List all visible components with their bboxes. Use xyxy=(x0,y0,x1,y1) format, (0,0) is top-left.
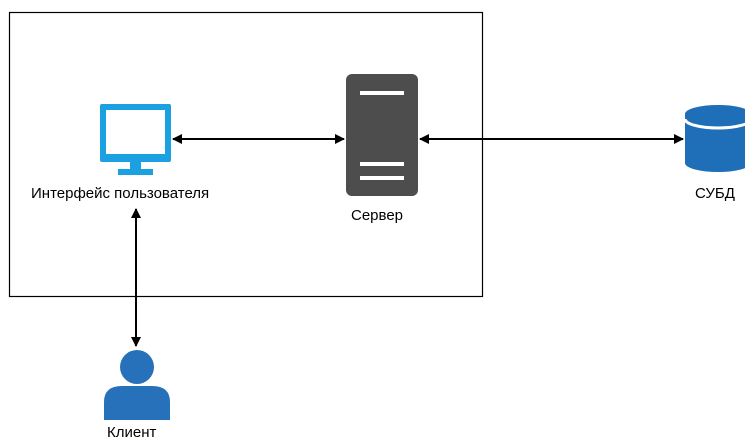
monitor-icon xyxy=(100,104,171,175)
server-icon xyxy=(346,74,418,196)
system-boundary xyxy=(8,11,484,298)
ui-label: Интерфейс пользователя xyxy=(31,185,210,202)
user-icon xyxy=(104,350,170,420)
dbms-label: СУБД xyxy=(695,185,735,202)
server-label: Сервер xyxy=(351,207,404,224)
client-label: Клиент xyxy=(107,424,157,441)
database-icon xyxy=(683,105,745,172)
